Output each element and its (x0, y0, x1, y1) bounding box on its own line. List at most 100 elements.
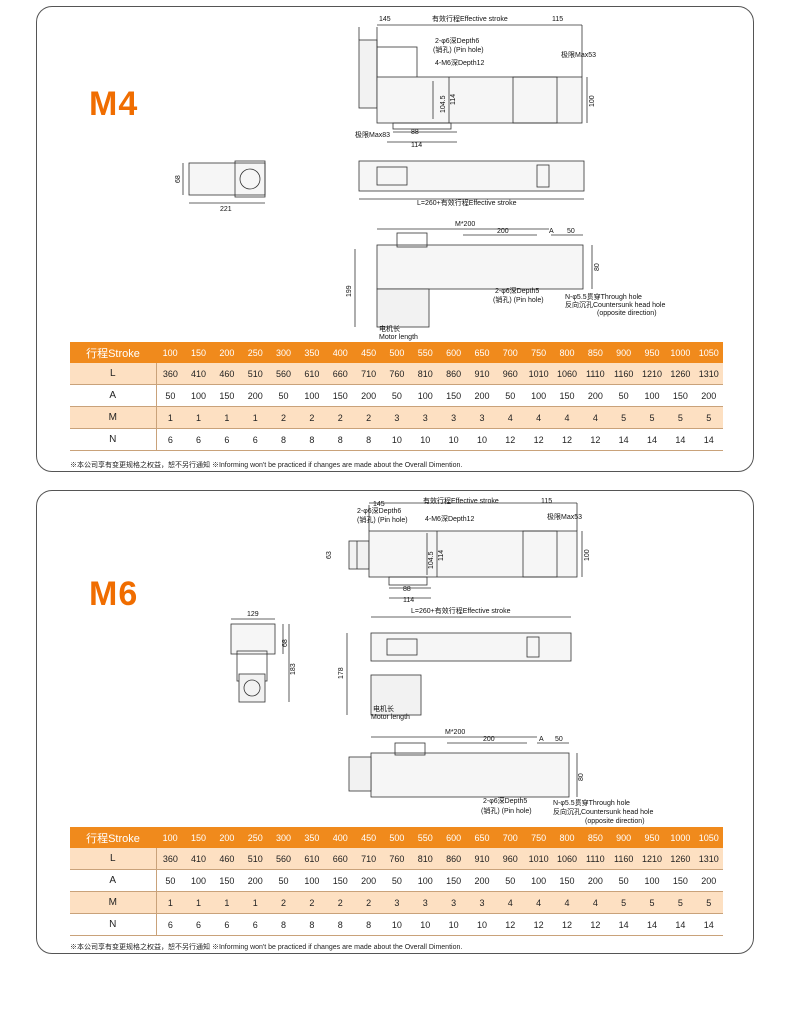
table-cell: 3 (439, 891, 468, 914)
table-cell: 6 (212, 428, 242, 451)
table-cell: 460 (212, 848, 242, 870)
table-cell: 560 (269, 848, 298, 870)
table-cell: 1 (212, 891, 242, 914)
max83-label: 极限Max83 (355, 130, 390, 139)
motor-length-label: Motor length (371, 714, 410, 721)
max53-label: 极限Max53 (547, 512, 582, 521)
pin-hole-label: (销孔) (Pin hole) (433, 45, 484, 54)
pin-hole-label: (销孔) (Pin hole) (481, 806, 532, 815)
table-cell: 12 (496, 913, 525, 936)
row-label: 行程Stroke (70, 342, 156, 363)
table-cell: 300 (269, 342, 298, 363)
table-cell: 50 (496, 869, 525, 892)
pin-hole-label: (销孔) (Pin hole) (357, 515, 408, 524)
table-cell: 610 (297, 363, 327, 385)
table-cell: 8 (326, 913, 355, 936)
table-cell: 150 (212, 869, 242, 892)
dim-178: 178 (338, 667, 345, 679)
table-cell: 450 (354, 827, 383, 848)
table-cell: 150 (666, 384, 695, 407)
dim-63: 63 (326, 551, 333, 559)
dim-88: 88 (403, 586, 411, 593)
dim-100: 100 (589, 95, 596, 107)
table-cell: 100 (156, 342, 185, 363)
table-cell: 910 (467, 363, 497, 385)
pin-hole-label: 2-φ6深Depth6 (435, 36, 479, 45)
table-cell: 12 (581, 428, 610, 451)
end-view-motor (188, 162, 266, 196)
table-cell: 1210 (637, 848, 667, 870)
pin-hole-label: (销孔) (Pin hole) (493, 295, 544, 304)
table-cell: 250 (241, 342, 270, 363)
dim-129: 129 (247, 611, 259, 618)
dim-115: 115 (541, 498, 552, 505)
table-cell: 3 (467, 891, 497, 914)
table-cell: 14 (694, 913, 723, 936)
table-cell: 2 (297, 406, 327, 429)
table-cell: 550 (411, 342, 440, 363)
side-view-motor (370, 674, 422, 716)
table-cell: 50 (382, 869, 412, 892)
table-cell: 150 (552, 384, 582, 407)
table-cell: 2 (269, 891, 298, 914)
model-title: M4 (89, 85, 139, 123)
table-cell: 3 (467, 406, 497, 429)
table-cell: 1 (156, 891, 185, 914)
side-view-body (358, 160, 585, 192)
model-m6-panel: M6 (36, 490, 754, 954)
table-cell: 200 (467, 869, 497, 892)
top-view-slider (512, 76, 558, 124)
row-label: N (70, 913, 157, 936)
row-label: 行程Stroke (70, 827, 156, 848)
table-cell: 2 (297, 891, 327, 914)
dim-114: 114 (403, 597, 414, 604)
table-cell: 350 (297, 827, 327, 848)
row-label: N (70, 428, 157, 451)
dim-200: 200 (483, 736, 495, 743)
table-cell: 960 (496, 848, 525, 870)
top-view-slider (522, 530, 558, 578)
table-cell: 10 (439, 428, 468, 451)
end-view-motor (230, 623, 276, 655)
table-cell: 4 (496, 406, 525, 429)
dim-221: 221 (220, 206, 232, 213)
table-cell: 14 (694, 428, 723, 451)
table-cell: 1 (212, 406, 242, 429)
table-cell: 1160 (609, 363, 638, 385)
table-cell: 650 (467, 342, 497, 363)
disclaimer-note: ※本公司享有变更规格之权益，恕不另行通知 ※Informing won't be… (70, 944, 463, 951)
table-cell: 810 (411, 848, 440, 870)
table-cell: 660 (326, 363, 355, 385)
table-cell: 1 (241, 891, 270, 914)
table-cell: 750 (524, 342, 553, 363)
max53-label: 极限Max53 (561, 50, 596, 59)
top-view-foot (392, 122, 452, 130)
pin-hole-label: 2-φ6深Depth5 (483, 796, 527, 805)
motor-length-label: Motor length (379, 334, 418, 341)
table-cell: 8 (269, 428, 298, 451)
table-cell: 150 (552, 869, 582, 892)
table-cell: 410 (184, 363, 213, 385)
table-cell: 760 (382, 848, 412, 870)
table-cell: 10 (382, 913, 412, 936)
table-cell: 360 (156, 363, 185, 385)
table-cell: 800 (552, 342, 582, 363)
table-cell: 6 (212, 913, 242, 936)
table-cell: 750 (524, 827, 553, 848)
table-cell: 1060 (552, 848, 582, 870)
table-cell: 12 (496, 428, 525, 451)
table-cell: 1310 (694, 363, 723, 385)
dim-200: 200 (497, 228, 509, 235)
table-cell: 1 (241, 406, 270, 429)
table-cell: 850 (581, 827, 610, 848)
table-cell: 5 (666, 406, 695, 429)
table-cell: 8 (326, 428, 355, 451)
dim-50: 50 (567, 228, 575, 235)
dim-88: 88 (411, 129, 419, 136)
table-cell: 100 (184, 869, 213, 892)
table-cell: 50 (269, 384, 298, 407)
